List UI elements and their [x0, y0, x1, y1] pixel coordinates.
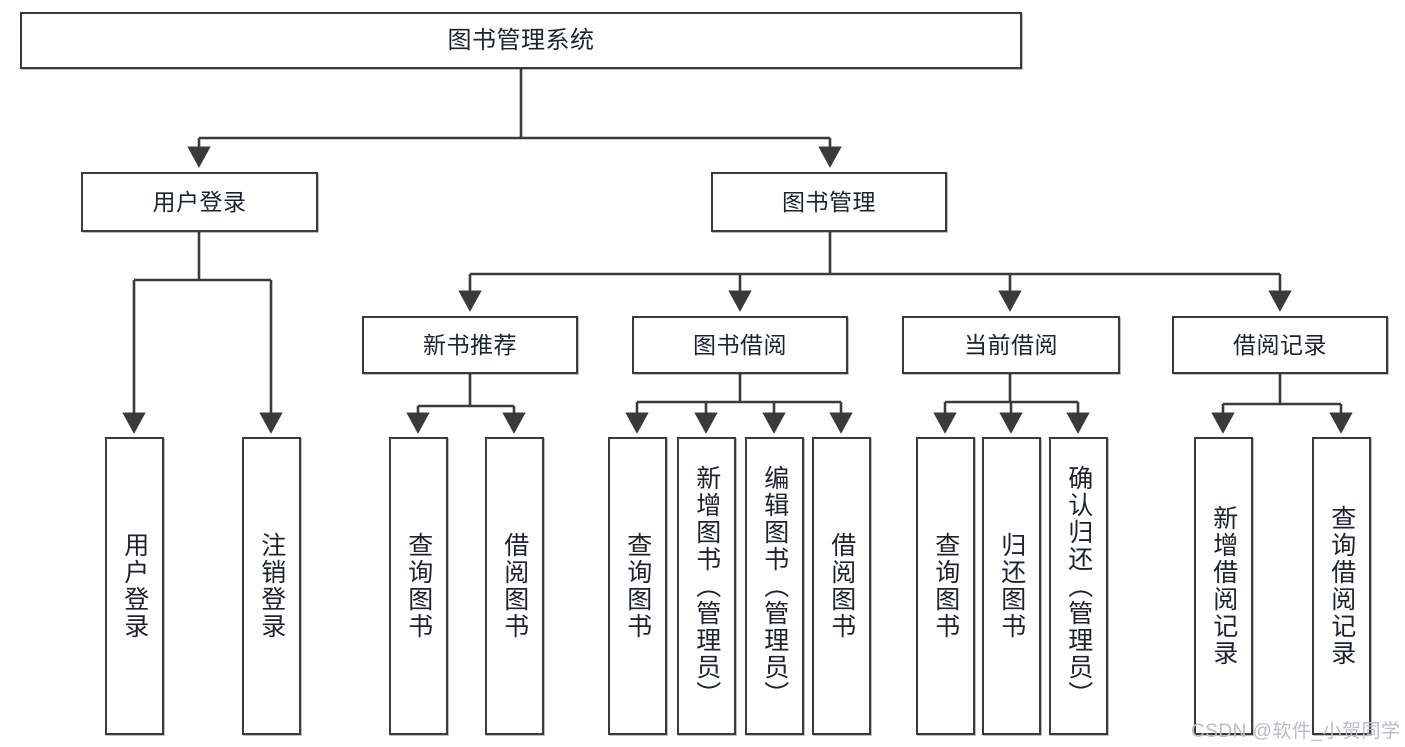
node-label: 查询图书: [623, 532, 652, 640]
node-leaf-query-book[interactable]: 查询图书: [608, 437, 667, 735]
node-label: 归还图书: [997, 532, 1026, 640]
node-leaf-add-borrow-record[interactable]: 新增借阅记录: [1194, 437, 1253, 735]
node-label: 借阅图书: [500, 532, 529, 640]
node-label: 查询图书: [931, 532, 960, 640]
watermark-text: CSDN @软件_小贺同学: [1191, 721, 1401, 742]
node-leaf-return-book[interactable]: 归还图书: [982, 437, 1041, 735]
node-label: 借阅记录: [1233, 331, 1327, 358]
node-label: 用户登录: [152, 188, 247, 215]
node-leaf-borrow-book[interactable]: 借阅图书: [812, 437, 871, 735]
node-leaf-edit-book-admin[interactable]: 编辑图书（管理员）: [745, 437, 804, 735]
node-label: 查询借阅记录: [1327, 505, 1356, 667]
node-book-borrow[interactable]: 图书借阅: [632, 316, 848, 374]
node-leaf-confirm-return-admin[interactable]: 确认归还（管理员）: [1049, 437, 1108, 735]
node-label: 用户登录: [120, 532, 149, 640]
node-root-system[interactable]: 图书管理系统: [20, 12, 1022, 69]
node-label: 查询图书: [404, 532, 433, 640]
node-leaf-query-book-recommend[interactable]: 查询图书: [389, 437, 448, 735]
node-leaf-borrow-book-recommend[interactable]: 借阅图书: [485, 437, 544, 735]
node-label: 借阅图书: [827, 532, 856, 640]
node-label: 新书推荐: [423, 331, 517, 358]
node-leaf-logout[interactable]: 注销登录: [242, 437, 301, 735]
node-label: 新增借阅记录: [1209, 505, 1238, 667]
node-book-management[interactable]: 图书管理: [711, 172, 947, 232]
node-label: 图书借阅: [693, 331, 787, 358]
node-current-borrow[interactable]: 当前借阅: [902, 316, 1120, 374]
node-label: 图书管理系统: [447, 26, 595, 54]
node-label: 确认归还（管理员）: [1064, 464, 1093, 708]
node-label: 编辑图书（管理员）: [760, 464, 789, 708]
node-borrow-record[interactable]: 借阅记录: [1172, 316, 1388, 374]
node-label: 图书管理: [782, 188, 876, 215]
node-leaf-query-borrow-record[interactable]: 查询借阅记录: [1312, 437, 1371, 735]
node-label: 当前借阅: [964, 331, 1058, 358]
node-label: 注销登录: [257, 532, 286, 640]
node-leaf-add-book-admin[interactable]: 新增图书（管理员）: [677, 437, 736, 735]
node-leaf-query-book-current[interactable]: 查询图书: [916, 437, 975, 735]
node-new-book-recommend[interactable]: 新书推荐: [362, 316, 578, 374]
node-leaf-user-login[interactable]: 用户登录: [105, 437, 164, 735]
node-label: 新增图书（管理员）: [692, 464, 721, 708]
node-user-login[interactable]: 用户登录: [81, 172, 318, 232]
